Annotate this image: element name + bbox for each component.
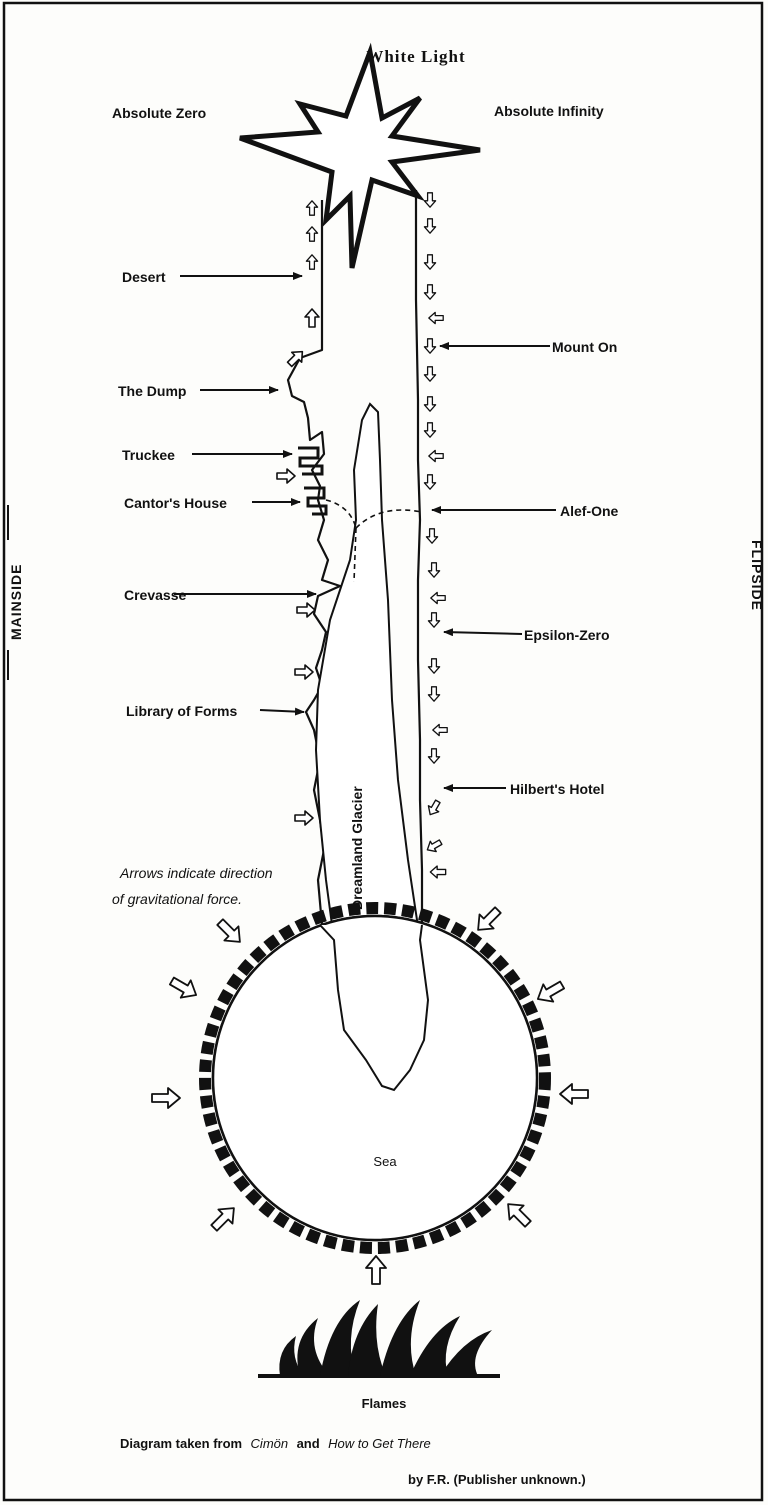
epsilon-zero-pointer xyxy=(443,628,523,637)
flipside-label: FLIPSIDE xyxy=(749,540,765,611)
glacier-label: Dreamland Glacier xyxy=(349,786,365,910)
ridge-dashed-right xyxy=(355,509,423,529)
caption-book-1: Cimön xyxy=(251,1436,289,1451)
flames-label: Flames xyxy=(362,1396,407,1411)
epsilon-zero-label: Epsilon-Zero xyxy=(524,627,610,643)
library-label: Library of Forms xyxy=(126,703,237,719)
caption-book-2: How to Get There xyxy=(328,1436,431,1451)
arrow-note-line2: of gravitational force. xyxy=(112,891,242,907)
sea-label: Sea xyxy=(373,1154,397,1169)
absolute-zero-label: Absolute Zero xyxy=(112,105,206,121)
gravity-arrows-mainside-right xyxy=(276,468,316,826)
dump-label: The Dump xyxy=(118,383,186,399)
sea-flame-fringe xyxy=(199,902,551,1254)
sea-inner xyxy=(211,914,539,1242)
arrow-note-line1: Arrows indicate direction xyxy=(119,865,273,881)
cantors-house-label: Cantor's House xyxy=(124,495,227,511)
ridge-dashed-left xyxy=(325,499,357,529)
library-pointer xyxy=(259,707,305,716)
white-light-title: White Light xyxy=(366,47,465,66)
absolute-infinity-label: Absolute Infinity xyxy=(494,103,604,119)
caption-byline: by F.R. (Publisher unknown.) xyxy=(408,1472,586,1487)
mainside-label: MAINSIDE xyxy=(8,564,24,640)
mount-on-label: Mount On xyxy=(552,339,617,355)
gravity-arrows-flipside-down xyxy=(423,192,448,879)
caption-and: and xyxy=(297,1436,320,1451)
gravity-arrows-mainside-up xyxy=(283,200,320,371)
hilberts-hotel-label: Hilbert's Hotel xyxy=(510,781,604,797)
desert-label: Desert xyxy=(122,269,166,285)
ridge-dashed-down xyxy=(353,527,357,583)
flames-drawing xyxy=(258,1300,500,1378)
glacier-tip xyxy=(319,924,430,1092)
crevasse-label: Crevasse xyxy=(124,587,186,603)
truckee-label: Truckee xyxy=(122,447,175,463)
caption-prefix: Diagram taken from xyxy=(120,1436,242,1451)
truckee-steps xyxy=(298,446,328,516)
white-light-star xyxy=(239,42,481,269)
alef-one-label: Alef-One xyxy=(560,503,619,519)
caption-line1: Diagram taken from Cimön and How to Get … xyxy=(120,1435,431,1452)
